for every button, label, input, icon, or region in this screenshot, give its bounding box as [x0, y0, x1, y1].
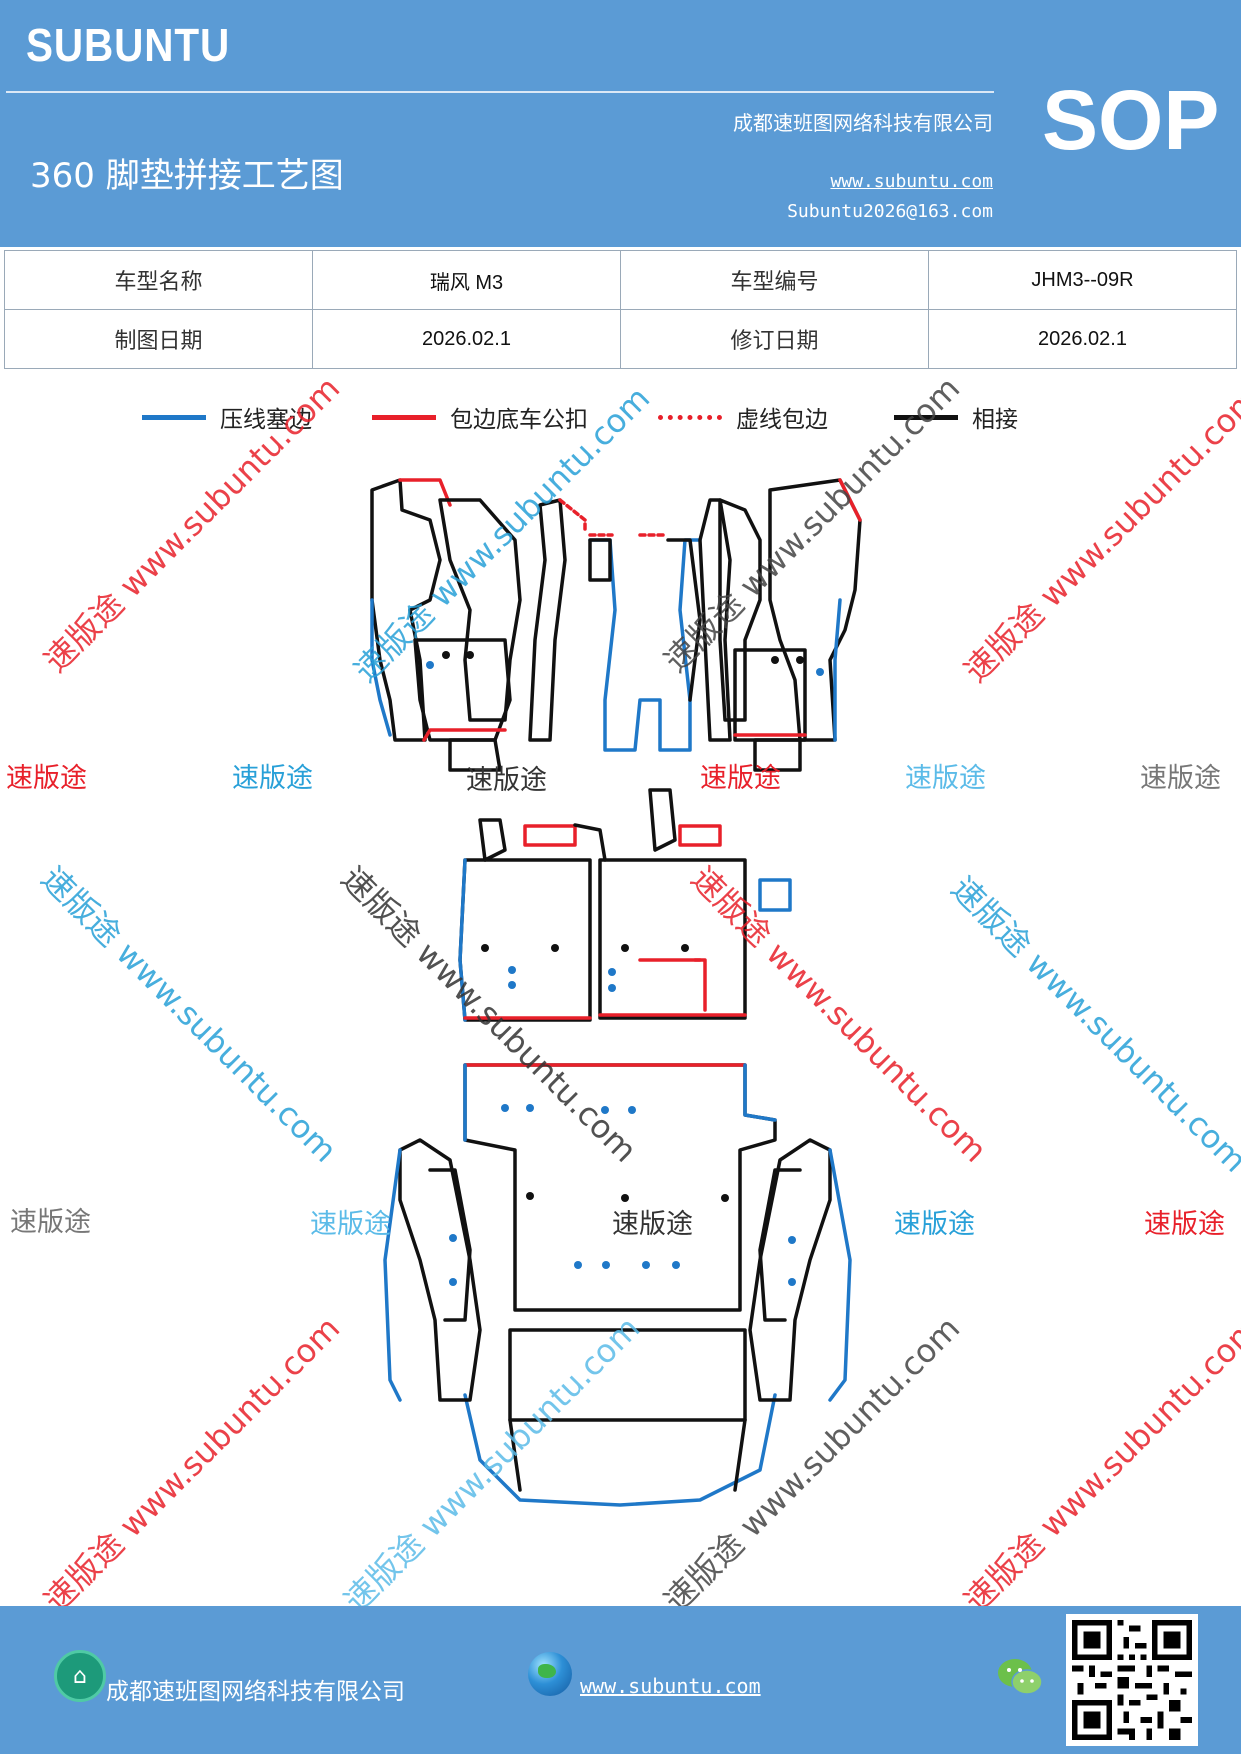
watermark-text: 速版途: [700, 763, 781, 794]
middle-right-piece: [598, 788, 792, 1020]
watermark-text: 速版途: [6, 763, 87, 794]
watermark-text: 速版途: [905, 763, 986, 794]
header-divider: [6, 91, 994, 93]
home-icon: ⌂: [54, 1650, 106, 1702]
watermark-text: 速版途: [232, 763, 313, 794]
legend-swatch-red-dotted: [658, 414, 722, 420]
legend-swatch-black: [894, 414, 958, 420]
watermark-text: 速版途: [10, 1207, 91, 1238]
legend-label: 虚线包边: [736, 407, 828, 433]
rear-left-side-piece: [383, 1138, 482, 1402]
watermark-text: 速版途: [1144, 1209, 1225, 1240]
watermark-text: 速版途: [1140, 763, 1221, 794]
watermark-text: 速版途: [612, 1209, 693, 1240]
legend-item: 虚线包边: [658, 400, 828, 434]
footer-company: 成都速班图网络科技有限公司: [106, 1679, 405, 1705]
legend-label: 包边底车公扣: [450, 407, 588, 433]
legend-label: 压线塞边: [220, 407, 312, 433]
model-name-value: 瑞风 M3: [312, 250, 621, 310]
brand-logo: SUBUNTU: [26, 19, 231, 71]
middle-left-piece: [458, 818, 607, 1022]
footer-banner: ⌂ 成都速班图网络科技有限公司 www.subuntu.com: [0, 1606, 1241, 1754]
model-code-value: JHM3--09R: [928, 250, 1237, 310]
header-banner: SUBUNTU 360 脚垫拼接工艺图 成都速班图网络科技有限公司 www.su…: [0, 0, 1241, 247]
footer-website-link[interactable]: www.subuntu.com: [580, 1674, 761, 1698]
table-row: 制图日期 2026.02.1 修订日期 2026.02.1: [4, 309, 1237, 369]
globe-icon: [528, 1652, 572, 1696]
model-name-label: 车型名称: [4, 250, 313, 310]
revise-date-label: 修订日期: [620, 309, 929, 369]
qr-code-icon: [1066, 1614, 1198, 1746]
front-center-piece: [528, 498, 732, 752]
page-title: 360 脚垫拼接工艺图: [30, 156, 344, 196]
legend-swatch-blue: [142, 414, 206, 420]
website-link[interactable]: www.subuntu.com: [830, 171, 993, 192]
legend-item: 包边底车公扣: [372, 400, 588, 434]
draw-date-value: 2026.02.1: [312, 309, 621, 369]
email-address: Subuntu2026@163.com: [787, 201, 993, 222]
wechat-icon[interactable]: [996, 1656, 1044, 1698]
legend-item: 相接: [894, 400, 1018, 434]
line-legend: 压线塞边 包边底车公扣 虚线包边 相接: [0, 400, 1241, 440]
watermark-text: 速版途: [466, 765, 547, 796]
legend-item: 压线塞边: [142, 400, 312, 434]
front-left-piece: [370, 478, 522, 772]
rear-right-side-piece: [748, 1138, 852, 1402]
draw-date-label: 制图日期: [4, 309, 313, 369]
watermark-text: 速版途: [310, 1209, 391, 1240]
legend-label: 相接: [972, 407, 1018, 433]
model-code-label: 车型编号: [620, 250, 929, 310]
vehicle-info-table: 车型名称 瑞风 M3 车型编号 JHM3--09R 制图日期 2026.02.1…: [4, 250, 1237, 369]
front-right-piece: [718, 478, 862, 772]
watermark-text: 速版途: [894, 1209, 975, 1240]
revise-date-value: 2026.02.1: [928, 309, 1237, 369]
clip-holes: [426, 651, 824, 1286]
table-row: 车型名称 瑞风 M3 车型编号 JHM3--09R: [4, 250, 1237, 310]
rear-center-piece: [463, 1063, 777, 1507]
sop-badge: SOP: [1042, 73, 1220, 167]
mat-pattern-drawing: [370, 478, 862, 1507]
legend-swatch-red: [372, 414, 436, 420]
company-name: 成都速班图网络科技有限公司: [733, 111, 993, 135]
